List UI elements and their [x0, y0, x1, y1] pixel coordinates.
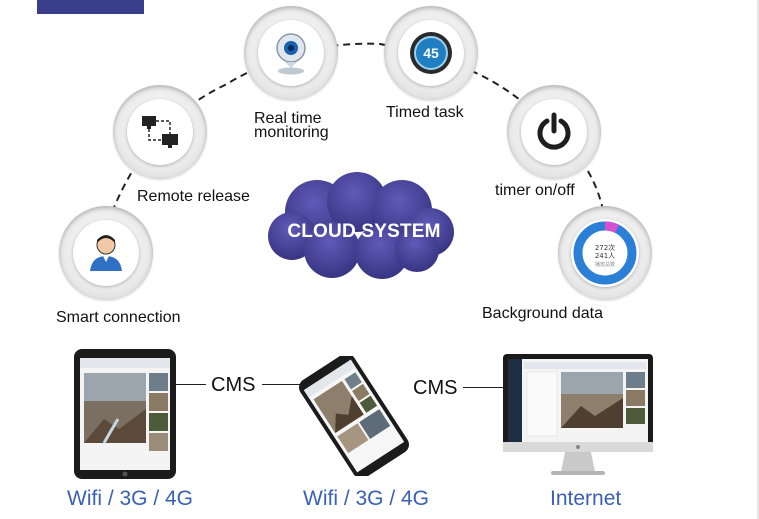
cloud-system-label: CLOUD SYSTEM [287, 221, 441, 242]
phone-device [299, 356, 409, 476]
timed-task-label: Timed task [386, 104, 464, 121]
phone-connector-line [262, 384, 302, 385]
donut-stats-icon: 272次 241人 播放总数 [573, 221, 637, 285]
stats-line3: 播放总数 [595, 261, 615, 268]
network-transfer-icon [142, 116, 178, 148]
real-time-label-line1: Real time [254, 110, 322, 127]
real-time-label-line2: monitoring [254, 124, 329, 141]
top-banner-bar [37, 0, 144, 14]
timer-number: 45 [423, 45, 439, 61]
timer-on-off-node [507, 85, 601, 179]
background-data-label: Background data [482, 305, 603, 322]
right-divider [757, 0, 759, 519]
power-icon [537, 112, 571, 150]
smart-connection-label: Smart connection [56, 309, 181, 326]
remote-release-node [113, 85, 207, 179]
timed-task-node: 45 [384, 6, 478, 100]
timer-on-off-label: timer on/off [495, 182, 575, 199]
desktop-cms-label: CMS [413, 377, 458, 399]
user-icon [90, 235, 122, 271]
tablet-device [74, 349, 176, 479]
stopwatch-icon: 45 [410, 32, 452, 74]
background-data-node: 272次 241人 播放总数 [558, 206, 652, 300]
desktop-device [503, 354, 653, 475]
remote-release-label: Remote release [137, 188, 250, 205]
tablet-connector-line [176, 384, 206, 385]
tablet-network-label: Wifi / 3G / 4G [67, 487, 194, 510]
webcam-icon [276, 33, 306, 75]
real-time-monitoring-node [244, 6, 338, 100]
desktop-connector-line [463, 387, 505, 388]
desktop-network-label: Internet [550, 487, 622, 510]
stats-line2: 241人 [595, 252, 615, 260]
tablet-cms-label: CMS [211, 374, 256, 396]
stats-line1: 272次 [595, 243, 615, 252]
cloud-shape [268, 172, 454, 279]
smart-connection-node [59, 206, 153, 300]
phone-network-label: Wifi / 3G / 4G [303, 487, 430, 510]
